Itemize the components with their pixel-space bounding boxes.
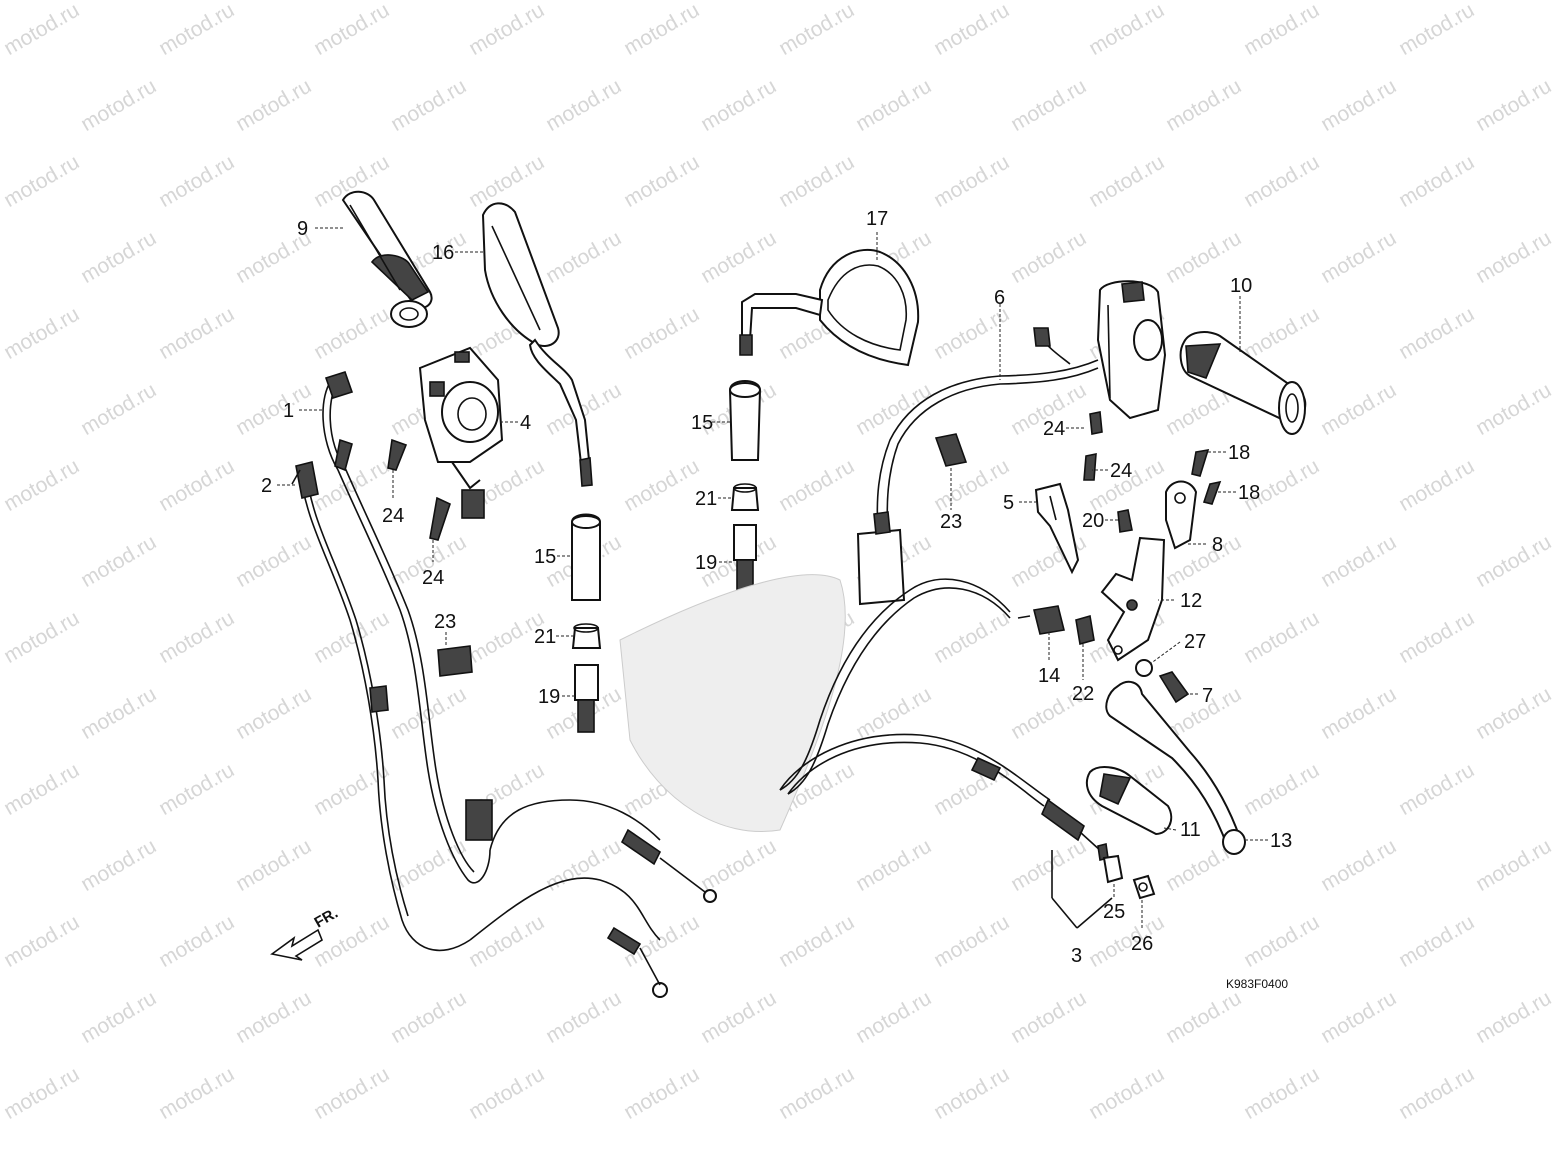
left-screws-part-24 — [387, 438, 451, 541]
part-label: 24 — [1043, 418, 1065, 440]
bolt-part-20 — [1117, 509, 1133, 533]
adjuster-part-14 — [1017, 605, 1065, 635]
nut-part-26 — [1132, 874, 1156, 900]
part-label: 24 — [1110, 460, 1132, 482]
part-label: 20 — [1082, 510, 1104, 532]
nut-part-27 — [1135, 659, 1153, 677]
part-label: 23 — [434, 611, 456, 633]
part-label: 26 — [1131, 933, 1153, 955]
part-label: 18 — [1228, 442, 1250, 464]
part-label: 24 — [422, 567, 444, 589]
part-label: 23 — [940, 511, 962, 533]
part-label: 17 — [866, 208, 888, 230]
lever-bracket-part-12 — [1100, 536, 1166, 662]
part-label: 14 — [1038, 665, 1060, 687]
lever-holder-part-5 — [1034, 482, 1080, 575]
part-label: 19 — [695, 552, 717, 574]
brake-lever-part-13 — [1105, 680, 1246, 855]
part-number-labels: 9 16 1 2 4 24 24 23 15 21 19 17 15 21 19… — [261, 208, 1292, 967]
part-label: 21 — [695, 488, 717, 510]
part-label: 10 — [1230, 275, 1252, 297]
part-label: 7 — [1202, 685, 1213, 707]
figure-code: K983F0400 — [1226, 977, 1288, 991]
left-switch-housing-part-4 — [418, 346, 504, 519]
part-label: 2 — [261, 475, 272, 497]
spring-part-22 — [1075, 614, 1095, 646]
center-bar-end-stack — [728, 380, 762, 595]
brake-cable-part-3 — [779, 578, 1109, 861]
part-label: 24 — [382, 505, 404, 527]
part-label: 3 — [1071, 945, 1082, 967]
part-label: 4 — [520, 412, 531, 434]
right-grip-part-10 — [1179, 331, 1307, 435]
part-label: 16 — [432, 242, 454, 264]
part-label: 19 — [538, 686, 560, 708]
right-clamp-part-23 — [934, 433, 968, 467]
bolts-part-18 — [1191, 448, 1222, 505]
lever-cover-part-11 — [1085, 766, 1173, 836]
right-mirror-part-17 — [739, 248, 920, 367]
part-label: 5 — [1003, 492, 1014, 514]
left-mirror-part-16 — [481, 202, 593, 487]
right-switch-housing-part-6 — [856, 280, 1167, 606]
leader-lines — [277, 227, 1268, 929]
part-label: 8 — [1212, 534, 1223, 556]
part-label: 27 — [1184, 631, 1206, 653]
part-label: 1 — [283, 400, 294, 422]
right-screws-part-24 — [1083, 411, 1103, 481]
part-label: 6 — [994, 287, 1005, 309]
part-label: 15 — [691, 412, 713, 434]
left-grip-part-9 — [341, 190, 433, 328]
left-clamp-part-23 — [437, 645, 473, 677]
brake-bracket-part-8 — [1165, 480, 1198, 550]
part-label: 9 — [297, 218, 308, 240]
pin-part-7 — [1158, 671, 1190, 704]
part-label: 11 — [1180, 819, 1201, 841]
left-bar-end-stack — [571, 513, 602, 733]
throttle-cables-parts-1-2 — [291, 371, 717, 998]
part-label: 13 — [1270, 830, 1292, 852]
front-direction-arrow: FR. — [270, 905, 341, 961]
part-label: 22 — [1072, 683, 1094, 705]
part-label: 12 — [1180, 590, 1202, 612]
part-label: 15 — [534, 546, 556, 568]
part-label: 25 — [1103, 901, 1125, 923]
part-label: 21 — [534, 626, 556, 648]
center-shaded-region — [619, 574, 846, 832]
nut-part-25 — [1102, 854, 1124, 884]
front-marker-label: FR. — [312, 905, 341, 932]
part-label: 18 — [1238, 482, 1260, 504]
